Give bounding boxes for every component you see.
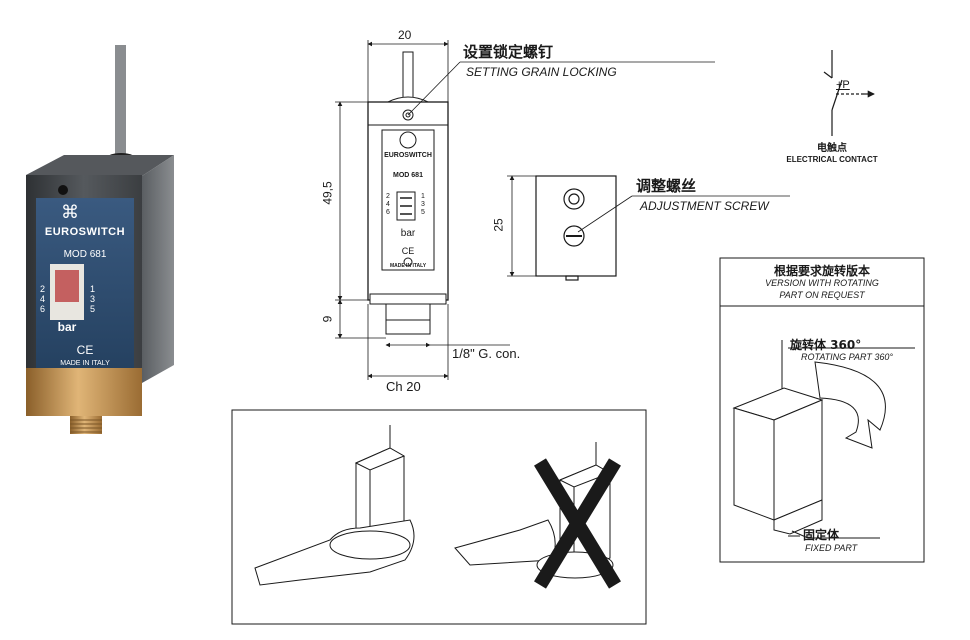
dim-hex-ch20: Ch 20 xyxy=(386,379,421,394)
contact-plus-p: +P xyxy=(836,79,850,91)
contact-label-en: ELECTRICAL CONTACT xyxy=(786,155,878,164)
electrical-contact-symbol xyxy=(823,50,875,136)
side-view-drawing xyxy=(535,175,617,281)
front-label-origin: MADE IN ITALY xyxy=(389,263,427,269)
dim-thread-9: 9 xyxy=(320,315,335,323)
thread-label: 1/8" G. con. xyxy=(452,346,521,361)
rotating-title-en-1: VERSION WITH ROTATING xyxy=(765,278,879,288)
front-label-brand: EUROSWITCH xyxy=(384,152,432,159)
dim-side-25: 25 xyxy=(491,218,506,232)
cable xyxy=(115,45,126,155)
photo-brand: EUROSWITCH xyxy=(44,226,126,238)
front-dimensions xyxy=(335,40,715,380)
front-label-model: MOD 681 xyxy=(393,172,423,179)
rotating-drawing xyxy=(732,340,915,539)
front-label-ce: CE xyxy=(401,246,415,256)
dim-width-20: 20 xyxy=(398,28,412,42)
photo-model: MOD 681 xyxy=(63,249,107,260)
rotating-part-en: ROTATING PART 360° xyxy=(801,352,893,362)
installation-correct xyxy=(254,425,415,586)
front-view-drawing xyxy=(367,51,449,335)
photo-brass-hex xyxy=(26,368,142,416)
dim-height-49-5: 49,5 xyxy=(320,181,335,205)
photo-origin: MADE IN ITALY xyxy=(60,360,110,367)
svg-text:⌘: ⌘ xyxy=(61,202,79,222)
setting-grain-locking-en: SETTING GRAIN LOCKING xyxy=(466,65,617,79)
setting-grain-locking-cn: 设置锁定螺钉 xyxy=(463,43,554,61)
front-label-unit: bar xyxy=(400,228,416,239)
installation-wrong xyxy=(454,442,621,589)
fixed-part-en: FIXED PART xyxy=(805,543,858,553)
adjustment-screw-en: ADJUSTMENT SCREW xyxy=(640,199,769,213)
rotating-title-en-2: PART ON REQUEST xyxy=(779,290,865,300)
fixed-part-cn: 固定体 xyxy=(803,528,840,542)
product-photo: ⌘ xyxy=(26,45,174,434)
photo-ce: CE xyxy=(76,343,94,357)
rotating-part-cn: 旋转体 360° xyxy=(790,338,862,352)
photo-unit: bar xyxy=(57,320,77,334)
side-dimensions xyxy=(507,175,790,277)
adjustment-screw-cn: 调整螺丝 xyxy=(636,177,697,195)
rotating-title-cn: 根据要求旋转版本 xyxy=(773,264,870,278)
contact-label-cn: 电触点 xyxy=(817,143,847,154)
rotating-panel xyxy=(719,257,925,563)
installation-panel xyxy=(231,409,647,625)
